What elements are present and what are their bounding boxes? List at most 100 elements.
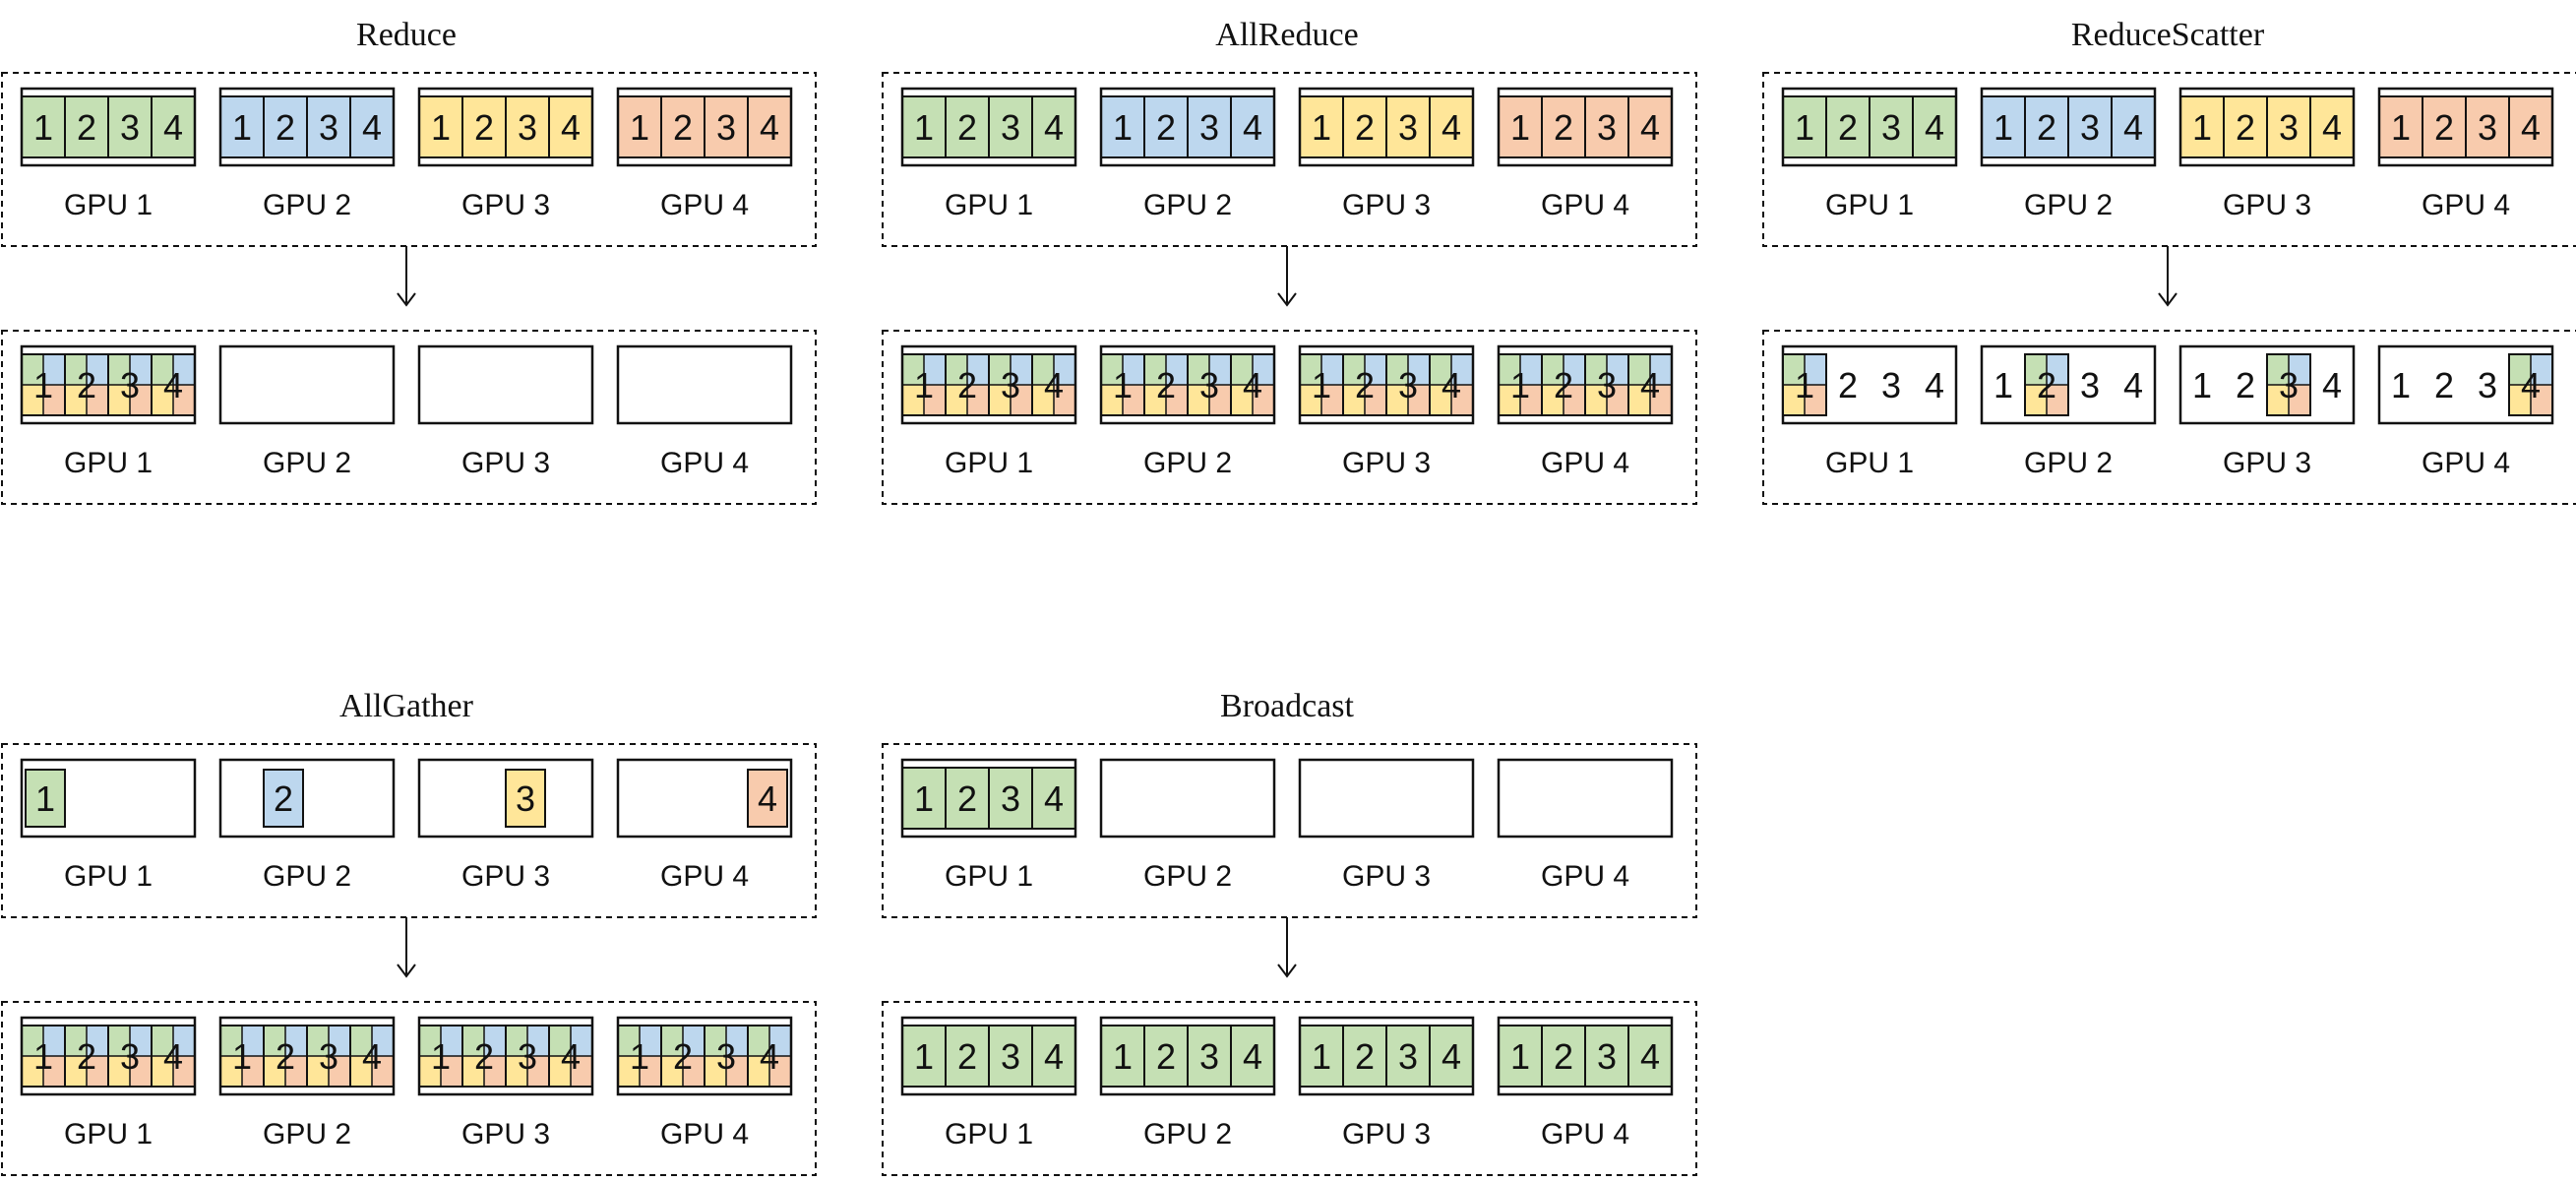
- after-state-box: [1, 1001, 817, 1176]
- cell-number: 3: [1199, 107, 1219, 148]
- cell-number: 4: [1441, 365, 1461, 405]
- shard-fill: [22, 1056, 43, 1087]
- gpu-buffer-outline: [2377, 87, 2554, 167]
- gpu-label: GPU 2: [1143, 1118, 1232, 1151]
- gpu-buffer-outline: [218, 1016, 396, 1096]
- gpu-label: GPU 4: [1541, 447, 1629, 479]
- shard-fill: [1650, 354, 1672, 385]
- shard-fill: [748, 1056, 769, 1087]
- cell-number: 3: [1597, 1036, 1617, 1077]
- gpu-label: GPU 4: [660, 860, 749, 893]
- gpu-label: GPU 1: [64, 447, 153, 479]
- shard-fill: [1209, 354, 1231, 385]
- shard-fill: [2047, 385, 2068, 415]
- cell-number: 2: [1156, 1036, 1176, 1077]
- gpu-label: GPU 1: [64, 189, 153, 221]
- gpu-buffer-empty: [1298, 758, 1475, 839]
- shard-fill: [173, 1026, 195, 1056]
- after-state-box: [882, 330, 1697, 505]
- cell-number: 4: [2322, 107, 2342, 148]
- gpu-label: GPU 3: [461, 447, 550, 479]
- shard-fill: [2267, 354, 2289, 385]
- cell-number: 4: [1640, 365, 1660, 405]
- cell-number: 1: [1795, 365, 1814, 405]
- shard-fill: [1783, 354, 1805, 385]
- shard-fill: [726, 1026, 748, 1056]
- cell-number: 4: [1243, 107, 1262, 148]
- shard-fill: [1607, 354, 1628, 385]
- shard-fill: [1628, 354, 1650, 385]
- cell-number: 2: [1554, 365, 1573, 405]
- cell-number: 3: [1001, 107, 1020, 148]
- gpu-buffer-outline: [1497, 87, 1674, 167]
- gpu-buffer-outline: [1298, 1016, 1475, 1096]
- shard-fill: [1321, 354, 1343, 385]
- gpu-3-before: GPU 3: [1298, 758, 1475, 893]
- shard-fill: [2509, 385, 2531, 415]
- shard-fill: [1564, 385, 1585, 415]
- cell-number: 1: [2391, 107, 2411, 148]
- gpu-label: GPU 4: [660, 189, 749, 221]
- diagram-title: AllGather: [339, 688, 474, 724]
- shard-fill: [130, 1056, 152, 1087]
- gpu-buffer-outline: [218, 87, 396, 167]
- diagram-title: AllReduce: [1215, 17, 1358, 53]
- gpu-label: GPU 1: [1825, 189, 1914, 221]
- shard-fill: [1343, 354, 1365, 385]
- shard-fill: [618, 1056, 640, 1087]
- shard-fill: [1451, 354, 1473, 385]
- shard-fill: [902, 385, 924, 415]
- shard-fill: [43, 354, 65, 385]
- shard-fill: [1542, 385, 1564, 415]
- cell-number: 1: [914, 778, 934, 819]
- gpu-buffer-outline: [1099, 87, 1276, 167]
- cell-number: 4: [1044, 1036, 1064, 1077]
- cell-number: 1: [33, 1036, 53, 1077]
- shard-fill: [1054, 354, 1075, 385]
- gpu-label: GPU 3: [1342, 447, 1431, 479]
- cell-number: 3: [1881, 107, 1901, 148]
- shard-fill: [285, 1056, 307, 1087]
- shard-fill: [108, 385, 130, 415]
- gpu-buffer-outline: [2178, 87, 2356, 167]
- shard-fill: [1231, 354, 1253, 385]
- gpu-label: GPU 1: [64, 1118, 153, 1151]
- gpu-2-after: GPU 2: [218, 344, 396, 479]
- shard-fill: [1408, 354, 1430, 385]
- shard-fill: [2531, 385, 2552, 415]
- cell-number: 3: [716, 1036, 736, 1077]
- shard-fill: [1144, 354, 1166, 385]
- shard-fill: [307, 1026, 329, 1056]
- shard-fill: [441, 1026, 462, 1056]
- shard-fill: [1628, 385, 1650, 415]
- gpu-buffer-empty: [1099, 758, 1276, 839]
- shard-fill: [329, 1026, 350, 1056]
- cell-number: 1: [2391, 365, 2411, 405]
- shard-fill: [549, 1056, 571, 1087]
- cell-number: 4: [1243, 365, 1262, 405]
- shard-fill: [2289, 354, 2310, 385]
- cell-number: 4: [1243, 1036, 1262, 1077]
- after-state-box: [1762, 330, 2576, 505]
- cell-number: 2: [2434, 107, 2454, 148]
- shard-fill: [1564, 354, 1585, 385]
- cell-number: 1: [2192, 107, 2212, 148]
- gpu-buffer-outline: [218, 758, 396, 839]
- gpu-label: GPU 1: [945, 860, 1033, 893]
- shard-fill: [173, 385, 195, 415]
- gpu-label: GPU 4: [660, 447, 749, 479]
- diagram-title: Reduce: [356, 17, 457, 53]
- gpu-buffer-outline: [900, 344, 1077, 425]
- shard-fill: [1805, 385, 1826, 415]
- cell-number: 3: [2478, 107, 2497, 148]
